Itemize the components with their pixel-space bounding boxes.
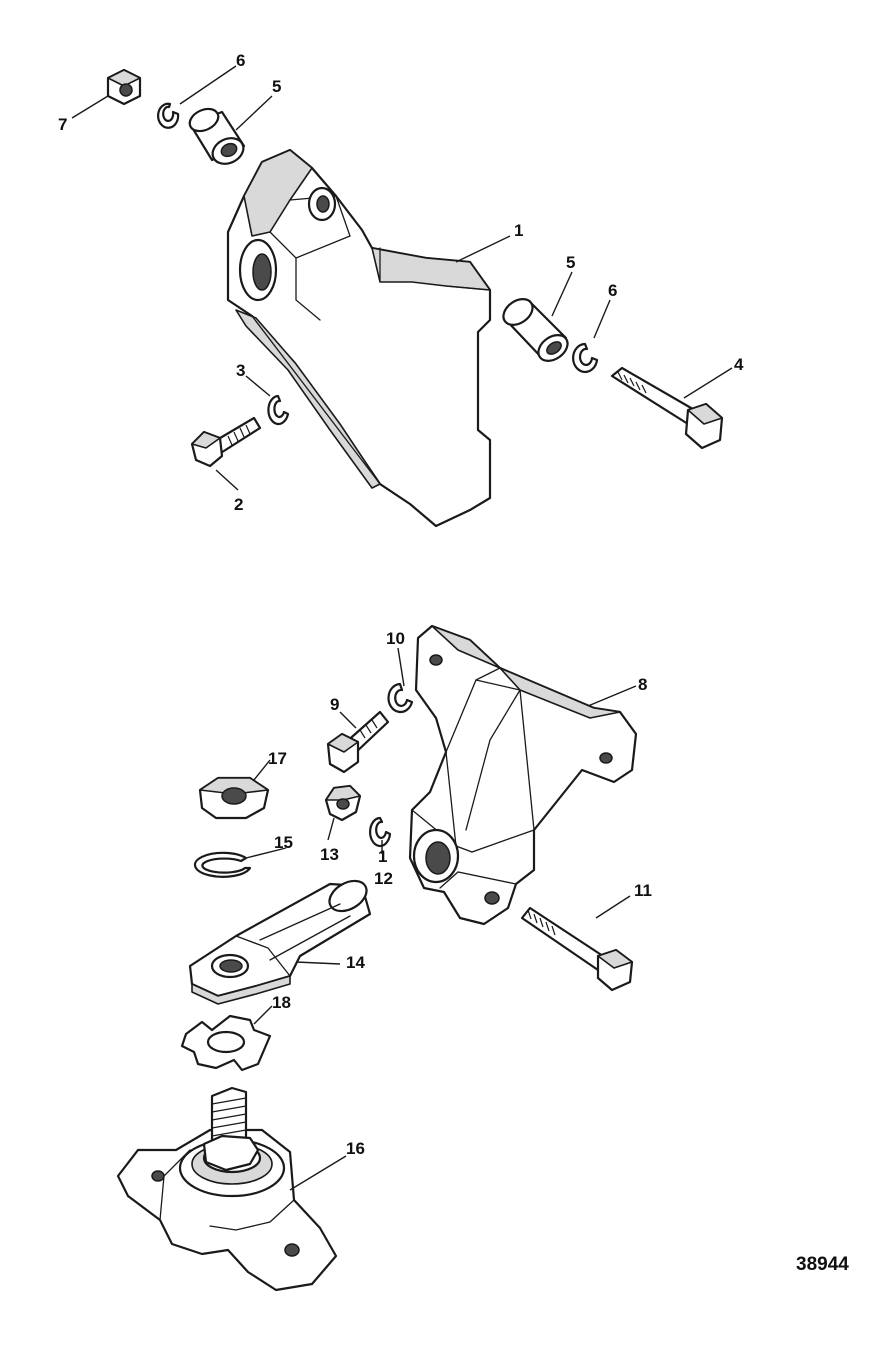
figure-number: 38944 — [796, 1254, 849, 1275]
hex-nut-part-17 — [198, 776, 270, 820]
callout-5: 5 — [272, 77, 281, 96]
callout-2: 2 — [234, 495, 243, 514]
leader-lines — [71, 65, 733, 1191]
callout-9: 9 — [330, 695, 339, 714]
callout-13: 13 — [320, 845, 339, 864]
lock-washer-part-12 — [369, 816, 392, 848]
callout-12: 12 — [374, 869, 393, 888]
lock-washer-part-10 — [387, 682, 414, 714]
callout-6: 6 — [236, 51, 245, 70]
callout-labels: 7 6 5 1 5 6 4 3 2 10 8 9 17 15 13 1 12 1… — [58, 51, 744, 1158]
callout-11: 11 — [634, 881, 652, 900]
lock-washer-part-6-upper — [157, 102, 180, 129]
bolt-part-4 — [610, 366, 724, 450]
bolt-part-9 — [326, 710, 390, 774]
snap-ring-part-15 — [193, 851, 252, 878]
bolt-part-2 — [190, 416, 262, 468]
sleeve-part-5-upper — [188, 107, 246, 165]
tube-lug-part-14 — [188, 879, 372, 1005]
callout-14: 14 — [346, 953, 365, 972]
callout-3: 3 — [236, 361, 245, 380]
callout-15: 15 — [274, 833, 293, 852]
sleeve-part-5-lower — [502, 298, 569, 362]
callout-1: 1 — [514, 221, 523, 240]
engine-mount-part-16 — [116, 1086, 338, 1292]
callout-16: 16 — [346, 1139, 365, 1158]
hex-nut-part-13 — [324, 784, 362, 822]
callout-8: 8 — [638, 675, 647, 694]
mounting-bracket-part-1 — [226, 148, 492, 528]
lock-washer-part-3 — [267, 394, 290, 426]
callout-1: 1 — [378, 847, 387, 866]
callout-6: 6 — [608, 281, 617, 300]
callout-4: 4 — [734, 355, 744, 374]
lock-washer-part-6-right — [572, 342, 599, 374]
callout-10: 10 — [386, 629, 405, 648]
mounting-bracket-part-8 — [408, 624, 638, 926]
star-washer-part-18 — [180, 1014, 272, 1072]
callout-7: 7 — [58, 115, 67, 134]
callout-17: 17 — [268, 749, 287, 768]
callout-5: 5 — [566, 253, 575, 272]
bolt-part-11 — [520, 906, 634, 992]
callout-18: 18 — [272, 993, 291, 1012]
hex-nut-part-7 — [106, 68, 142, 106]
